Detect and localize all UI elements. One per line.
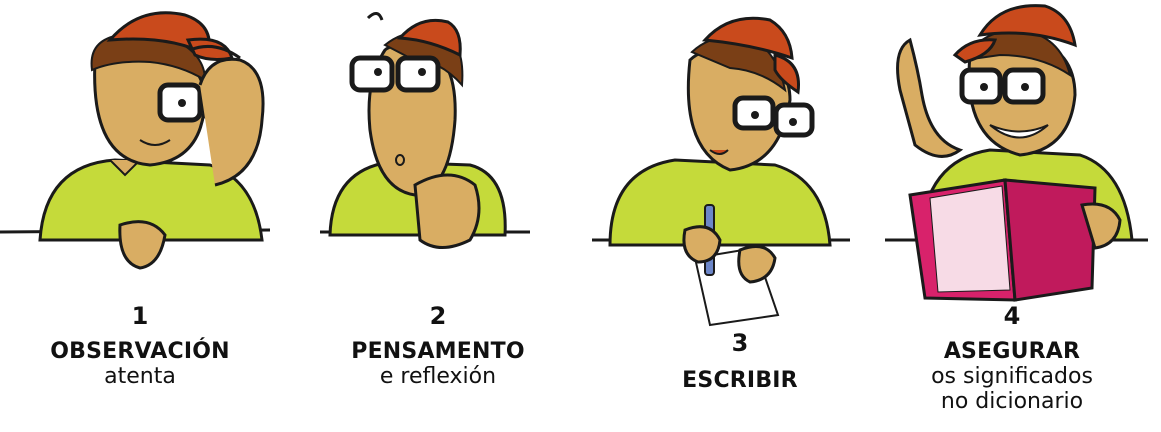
step-number: 1	[131, 302, 149, 330]
step-3-caption: 3 ESCRIBIR	[610, 329, 870, 393]
step-description: no dicionario	[940, 389, 1084, 415]
observing-character-icon	[0, 11, 271, 270]
step-title: PENSAMENTO	[351, 338, 525, 364]
step-2-panel: 2 PENSAMENTO e reflexión	[290, 0, 580, 432]
step-4-panel: 4 ASEGURAR os significados no dicionario	[870, 0, 1161, 432]
step-number: 2	[429, 302, 447, 330]
step-number: 4	[1003, 302, 1021, 330]
writing-character-icon	[592, 16, 850, 327]
step-description: os significados	[931, 363, 1093, 389]
step-title: ASEGURAR	[943, 338, 1081, 364]
step-description: e reflexión	[379, 363, 497, 389]
thinking-character-icon	[320, 12, 530, 249]
step-title: ESCRIBIR	[682, 367, 798, 393]
step-description: atenta	[104, 363, 176, 389]
step-1-panel: 1 OBSERVACIÓN atenta	[0, 0, 290, 432]
step-1-caption: 1 OBSERVACIÓN atenta	[10, 302, 270, 389]
step-3-panel: 3 ESCRIBIR	[580, 0, 870, 432]
step-2-caption: 2 PENSAMENTO e reflexión	[308, 302, 568, 389]
dictionary-character-icon	[885, 4, 1148, 302]
step-title: OBSERVACIÓN	[50, 338, 230, 364]
step-number: 3	[731, 329, 749, 357]
step-4-caption: 4 ASEGURAR os significados no dicionario	[882, 302, 1142, 415]
